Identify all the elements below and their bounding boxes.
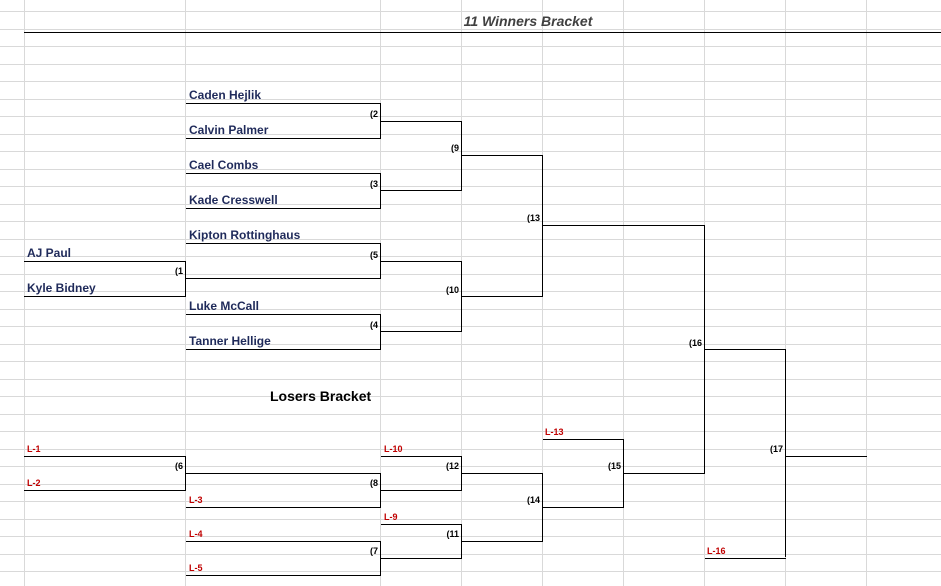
bracket-line <box>186 173 381 174</box>
losers-bracket-title: Losers Bracket <box>270 388 372 404</box>
bracket-line <box>543 507 624 508</box>
bracket-line <box>186 243 381 244</box>
bracket-line <box>24 261 186 262</box>
bracket-line <box>186 507 381 508</box>
bracket-line <box>380 314 381 349</box>
bracket-line <box>380 243 381 278</box>
loser-ref-l5: L-5 <box>189 563 203 573</box>
bracket-line <box>624 473 705 474</box>
player-caden-hejlik: Caden Hejlik <box>189 88 262 102</box>
bracket-line <box>381 331 462 332</box>
bracket-line <box>186 575 381 576</box>
bracket-line <box>380 173 381 208</box>
player-aj-paul: AJ Paul <box>27 246 72 260</box>
player-kade-cresswell: Kade Cresswell <box>189 193 278 207</box>
bracket-line <box>186 473 381 474</box>
match-number-5: (5 <box>369 250 378 260</box>
bracket-line <box>705 349 786 350</box>
match-number-17: (17 <box>769 444 783 454</box>
loser-ref-l1: L-1 <box>27 444 41 454</box>
bracket-line <box>186 349 381 350</box>
match-number-12: (12 <box>445 461 459 471</box>
loser-ref-l16: L-16 <box>707 546 726 556</box>
bracket-line <box>381 190 462 191</box>
player-calvin-palmer: Calvin Palmer <box>189 123 269 137</box>
bracket-line <box>380 103 381 138</box>
bracket-line <box>462 296 543 297</box>
player-kipton-rottinghaus: Kipton Rottinghaus <box>189 228 301 242</box>
bracket-line <box>381 558 462 559</box>
loser-ref-l4: L-4 <box>189 529 203 539</box>
bracket-line <box>462 155 543 156</box>
bracket-line <box>24 296 186 297</box>
bracket-line <box>542 473 543 541</box>
player-cael-combs: Cael Combs <box>189 158 259 172</box>
match-number-6: (6 <box>174 461 183 471</box>
bracket-line <box>186 314 381 315</box>
bracket-line <box>705 558 786 559</box>
bracket-line <box>381 121 462 122</box>
bracket-line <box>381 456 462 457</box>
bracket-line <box>461 524 462 558</box>
bracket-line <box>381 261 462 262</box>
bracket-line <box>461 121 462 190</box>
match-number-4: (4 <box>369 320 378 330</box>
match-number-1: (1 <box>174 266 183 276</box>
loser-ref-l3: L-3 <box>189 495 203 505</box>
bracket-line <box>380 473 381 507</box>
match-number-16: (16 <box>688 338 702 348</box>
match-number-14: (14 <box>526 495 540 505</box>
loser-ref-l10: L-10 <box>384 444 403 454</box>
bracket-line <box>186 278 381 279</box>
player-luke-mccall: Luke McCall <box>189 299 260 313</box>
loser-ref-l9: L-9 <box>384 512 398 522</box>
bracket-line <box>623 439 624 507</box>
bracket-line <box>462 541 543 542</box>
bracket-line <box>24 456 186 457</box>
bracket-line <box>785 349 786 557</box>
bracket-line <box>543 225 705 226</box>
loser-ref-l2: L-2 <box>27 478 41 488</box>
bracket-line <box>186 541 381 542</box>
bracket-line <box>786 456 867 457</box>
match-number-10: (10 <box>445 285 459 295</box>
match-number-13: (13 <box>526 213 540 223</box>
player-kyle-bidney: Kyle Bidney <box>27 281 96 295</box>
bracket-line <box>185 456 186 490</box>
bracket-line <box>462 473 543 474</box>
bracket-line <box>704 225 705 473</box>
bracket-line <box>24 490 186 491</box>
match-number-15: (15 <box>607 461 621 471</box>
match-number-2: (2 <box>369 109 378 119</box>
bracket-line <box>542 155 543 296</box>
loser-ref-l13: L-13 <box>545 427 564 437</box>
title-underline <box>24 32 941 33</box>
player-tanner-hellige: Tanner Hellige <box>189 334 271 348</box>
bracket-line <box>380 541 381 575</box>
match-number-9: (9 <box>450 143 459 153</box>
match-number-8: (8 <box>369 478 378 488</box>
bracket-line <box>461 456 462 490</box>
bracket-line <box>185 261 186 296</box>
bracket-line <box>461 261 462 331</box>
bracket-line <box>381 524 462 525</box>
bracket-line <box>186 103 381 104</box>
match-number-7: (7 <box>369 546 378 556</box>
bracket-line <box>543 439 624 440</box>
bracket-line <box>186 208 381 209</box>
match-number-3: (3 <box>369 179 378 189</box>
bracket-line <box>381 490 462 491</box>
winners-bracket-title: 11 Winners Bracket <box>463 13 593 29</box>
bracket-line <box>186 138 381 139</box>
match-number-11: (11 <box>446 529 459 539</box>
